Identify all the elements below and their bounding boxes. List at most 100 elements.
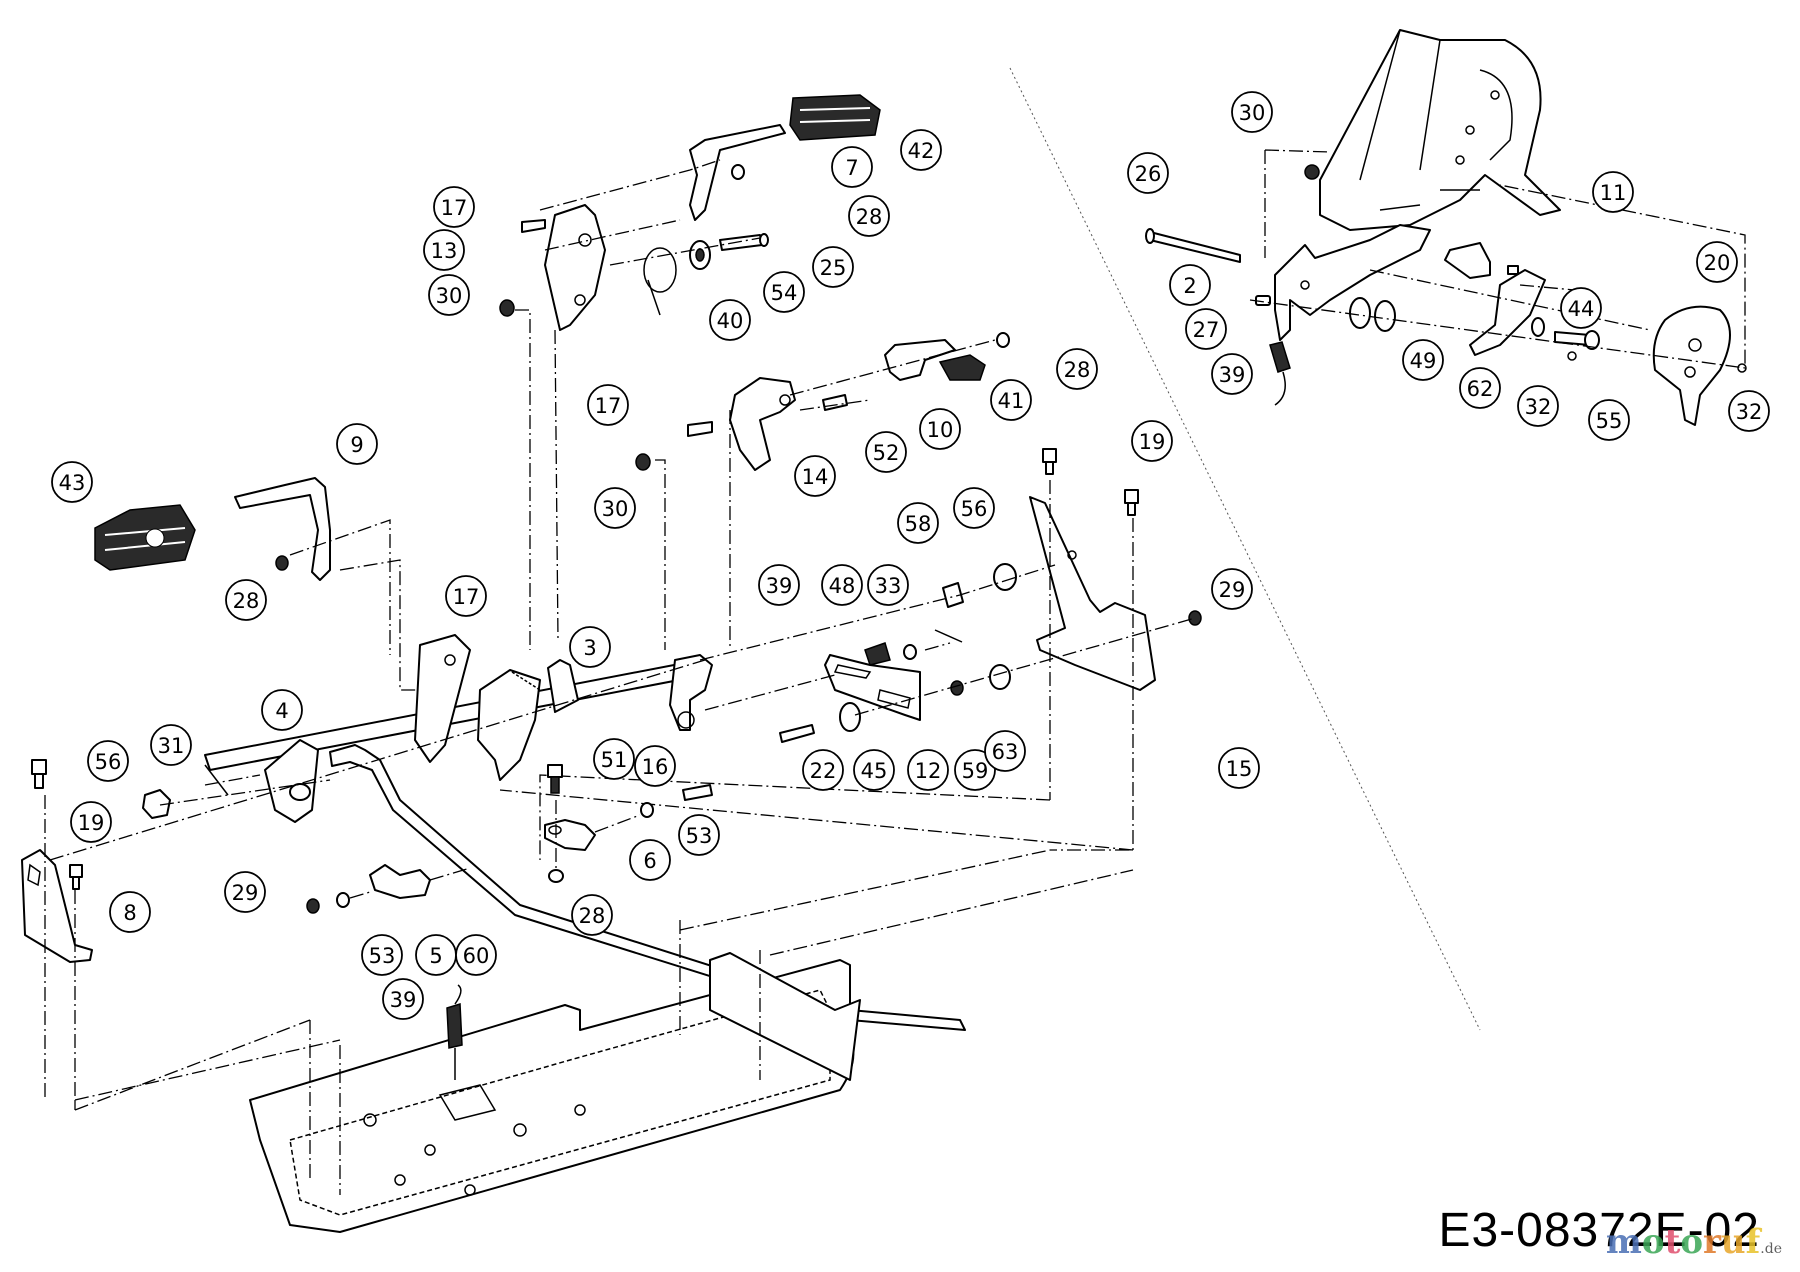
callout-label: 6 — [643, 849, 656, 873]
watermark-letter: o — [1641, 1222, 1665, 1262]
callout-circle — [802, 749, 844, 791]
callout-circle — [224, 871, 266, 913]
callout-label: 44 — [1568, 297, 1595, 321]
part-44-bushing — [1531, 317, 1545, 337]
assembly-line — [44, 659, 706, 1111]
part-49-washers — [1349, 297, 1396, 332]
callout-label: 54 — [771, 281, 798, 305]
part-30-nut-center — [499, 299, 515, 317]
callout-label: 41 — [998, 389, 1025, 413]
callout-circle — [1459, 367, 1501, 409]
callout-circle — [1728, 390, 1770, 432]
part-58-bushing — [942, 582, 964, 608]
callout-label: 45 — [861, 759, 888, 783]
section-divider — [1009, 67, 1481, 1031]
callout-41: 41 — [990, 379, 1032, 421]
callout-55: 55 — [1588, 399, 1630, 441]
part-19-bolt-left-bottom — [69, 864, 83, 890]
callout-circle — [1211, 568, 1253, 610]
callout-circle — [919, 408, 961, 450]
watermark-letter: m — [1605, 1222, 1642, 1262]
part-62-latch — [1469, 269, 1546, 356]
part-26-pivot-rod — [1145, 228, 1241, 263]
part-28-nut-left — [275, 555, 289, 571]
callout-40: 40 — [709, 299, 751, 341]
callout-label: 48 — [829, 574, 856, 598]
part-39-spring-lower — [446, 984, 463, 1080]
callout-circle — [150, 724, 192, 766]
callout-15: 15 — [1218, 747, 1260, 789]
callout-label: 55 — [1596, 409, 1623, 433]
callout-label: 28 — [579, 904, 606, 928]
callout-label: 28 — [1064, 358, 1091, 382]
callout-label: 56 — [961, 497, 988, 521]
callout-circle — [336, 423, 378, 465]
callout-circle — [1517, 385, 1559, 427]
part-13-bracket — [544, 204, 606, 331]
callout-circle — [629, 839, 671, 881]
assembly-line — [555, 800, 641, 870]
part-shaft-end-arm — [669, 654, 713, 731]
callout-28: 28 — [848, 195, 890, 237]
callout-circle — [1218, 747, 1260, 789]
callout-60: 60 — [455, 934, 497, 976]
callout-circle — [1592, 171, 1634, 213]
callout-label: 5 — [429, 944, 442, 968]
assembly-line — [1369, 269, 1651, 331]
callout-circle — [990, 379, 1032, 421]
callout-5: 5 — [415, 934, 457, 976]
callout-circle — [1560, 287, 1602, 329]
callout-label: 29 — [1219, 578, 1246, 602]
callout-label: 27 — [1193, 318, 1220, 342]
callout-53: 53 — [678, 814, 720, 856]
callout-49: 49 — [1402, 339, 1444, 381]
part-4-bracket — [264, 739, 319, 823]
callout-label: 17 — [595, 394, 622, 418]
callout-label: 49 — [1410, 349, 1437, 373]
part-9-lever — [234, 477, 331, 581]
callout-circle — [455, 934, 497, 976]
callout-label: 28 — [233, 589, 260, 613]
watermark-logo: motoruf.de — [1606, 1222, 1782, 1262]
part-39-spring-right — [1269, 341, 1291, 406]
callout-39: 39 — [758, 564, 800, 606]
callout-label: 39 — [1219, 363, 1246, 387]
callout-label: 9 — [350, 433, 363, 457]
callout-circle — [1588, 399, 1630, 441]
callout-circle — [1231, 91, 1273, 133]
part-40-spring — [643, 247, 677, 316]
part-59-nut — [950, 680, 964, 696]
callout-11: 11 — [1592, 171, 1634, 213]
callout-2: 2 — [1169, 264, 1211, 306]
callout-22: 22 — [802, 749, 844, 791]
callout-label: 12 — [915, 759, 942, 783]
callout-52: 52 — [865, 431, 907, 473]
part-5-clevis — [369, 864, 431, 899]
callout-label: 62 — [1467, 377, 1494, 401]
callout-label: 32 — [1525, 395, 1552, 419]
callout-28: 28 — [1056, 348, 1098, 390]
callout-58: 58 — [897, 502, 939, 544]
callout-circle — [831, 146, 873, 188]
callout-54: 54 — [763, 271, 805, 313]
callout-label: 30 — [602, 497, 629, 521]
callout-17: 17 — [587, 384, 629, 426]
part-48-washer — [903, 644, 917, 660]
callout-label: 63 — [992, 740, 1019, 764]
callout-label: 43 — [59, 471, 86, 495]
callout-label: 19 — [78, 811, 105, 835]
part-6-clevis — [544, 819, 596, 851]
part-16-pin — [682, 784, 713, 801]
callout-label: 8 — [123, 901, 136, 925]
callout-circle — [954, 749, 996, 791]
callout-27: 27 — [1185, 308, 1227, 350]
callout-56: 56 — [953, 487, 995, 529]
callout-16: 16 — [634, 745, 676, 787]
callout-29: 29 — [1211, 568, 1253, 610]
callout-label: 17 — [441, 196, 468, 220]
part-2-pedal-arm — [1274, 224, 1431, 341]
callout-circle — [867, 564, 909, 606]
watermark-letter: f — [1745, 1222, 1761, 1262]
